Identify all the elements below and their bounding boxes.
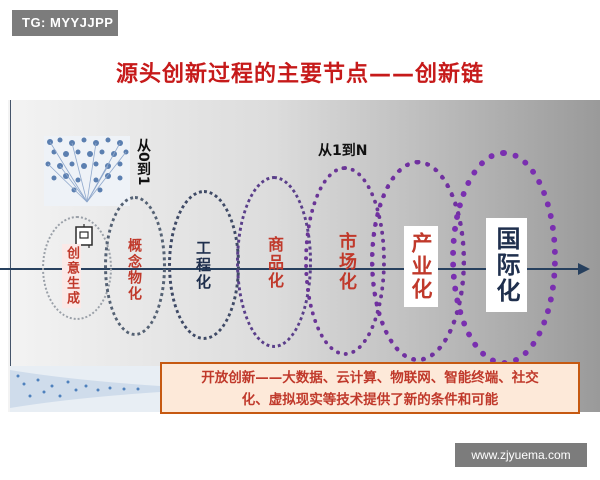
callout-line-1: 开放创新——大数据、云计算、物联网、智能终端、社交 xyxy=(201,370,539,386)
stage-label-materialization: 概念物化 xyxy=(126,238,142,302)
timeline-arrow-icon xyxy=(578,263,590,275)
network-graph-icon xyxy=(44,136,130,206)
label-one-to-n: 从1到N xyxy=(318,143,368,159)
stage-label-engineering: 工程化 xyxy=(194,240,212,291)
stage-label-internationalization: 国际化 xyxy=(486,218,527,312)
diagram-title: 源头创新过程的主要节点——创新链 xyxy=(115,62,484,87)
stage-label-commercialization: 商品化 xyxy=(265,236,284,290)
label-zero-to-one: 从0到1 xyxy=(135,138,151,186)
watermark-badge: TG: MYYJJPP xyxy=(12,10,118,36)
ring-stage-2 xyxy=(104,196,166,336)
left-axis-line xyxy=(10,100,11,410)
stage-label-idea-generation: 创意生成 xyxy=(62,244,81,308)
site-watermark: www.zjyuema.com xyxy=(455,443,587,467)
stage-label-industrialization: 产业化 xyxy=(404,226,438,307)
callout-line-2: 化、虚拟现实等技术提供了新的条件和可能 xyxy=(241,392,499,408)
callout-box: 开放创新——大数据、云计算、物联网、智能终端、社交 化、虚拟现实等技术提供了新的… xyxy=(160,362,580,414)
funnel-graphic xyxy=(10,366,160,412)
stage-label-marketization: 市场化 xyxy=(336,232,357,292)
